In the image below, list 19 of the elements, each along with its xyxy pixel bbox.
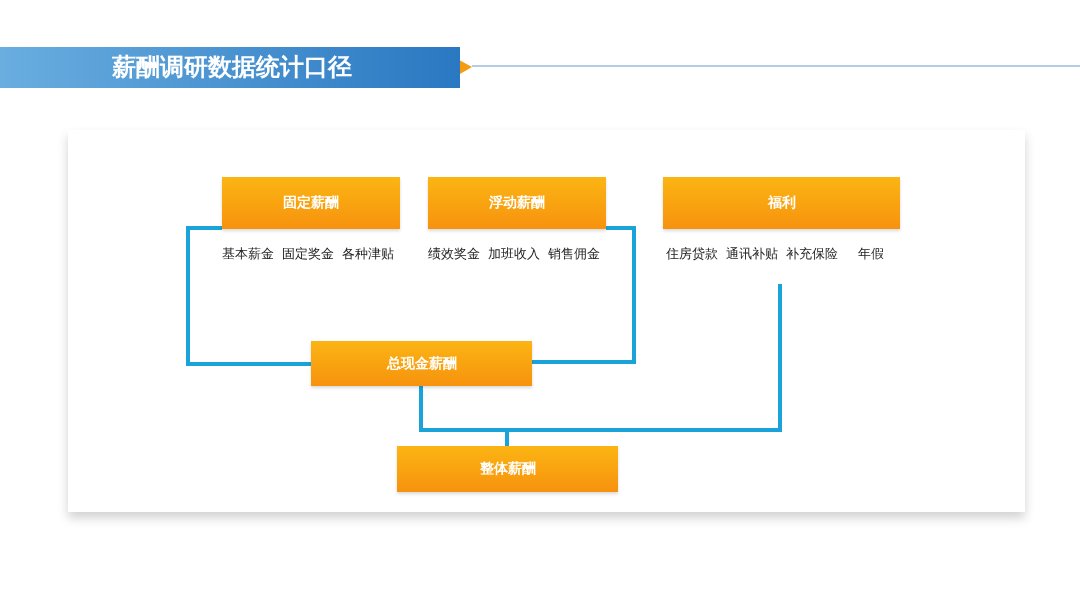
item-label: 绩效奖金 bbox=[428, 245, 480, 263]
item-label: 住房贷款 bbox=[666, 245, 718, 263]
connector bbox=[186, 226, 311, 366]
connector bbox=[532, 226, 636, 364]
process-box: 总现金薪酬 bbox=[311, 341, 532, 386]
item-label: 补充保险 bbox=[786, 245, 838, 263]
item-label: 固定奖金 bbox=[282, 245, 334, 263]
item-label: 基本薪金 bbox=[222, 245, 274, 263]
title: 薪酬调研数据统计口径 bbox=[112, 52, 352, 83]
item-label: 通讯补贴 bbox=[726, 245, 778, 263]
process-box: 浮动薪酬 bbox=[428, 177, 606, 229]
item-label: 年假 bbox=[858, 245, 884, 263]
process-box: 固定薪酬 bbox=[222, 177, 400, 229]
item-label: 销售佣金 bbox=[548, 245, 600, 263]
process-box: 福利 bbox=[663, 177, 900, 229]
connector bbox=[419, 386, 509, 446]
process-box: 整体薪酬 bbox=[397, 446, 618, 492]
item-label: 加班收入 bbox=[488, 245, 540, 263]
item-label: 各种津贴 bbox=[342, 245, 394, 263]
